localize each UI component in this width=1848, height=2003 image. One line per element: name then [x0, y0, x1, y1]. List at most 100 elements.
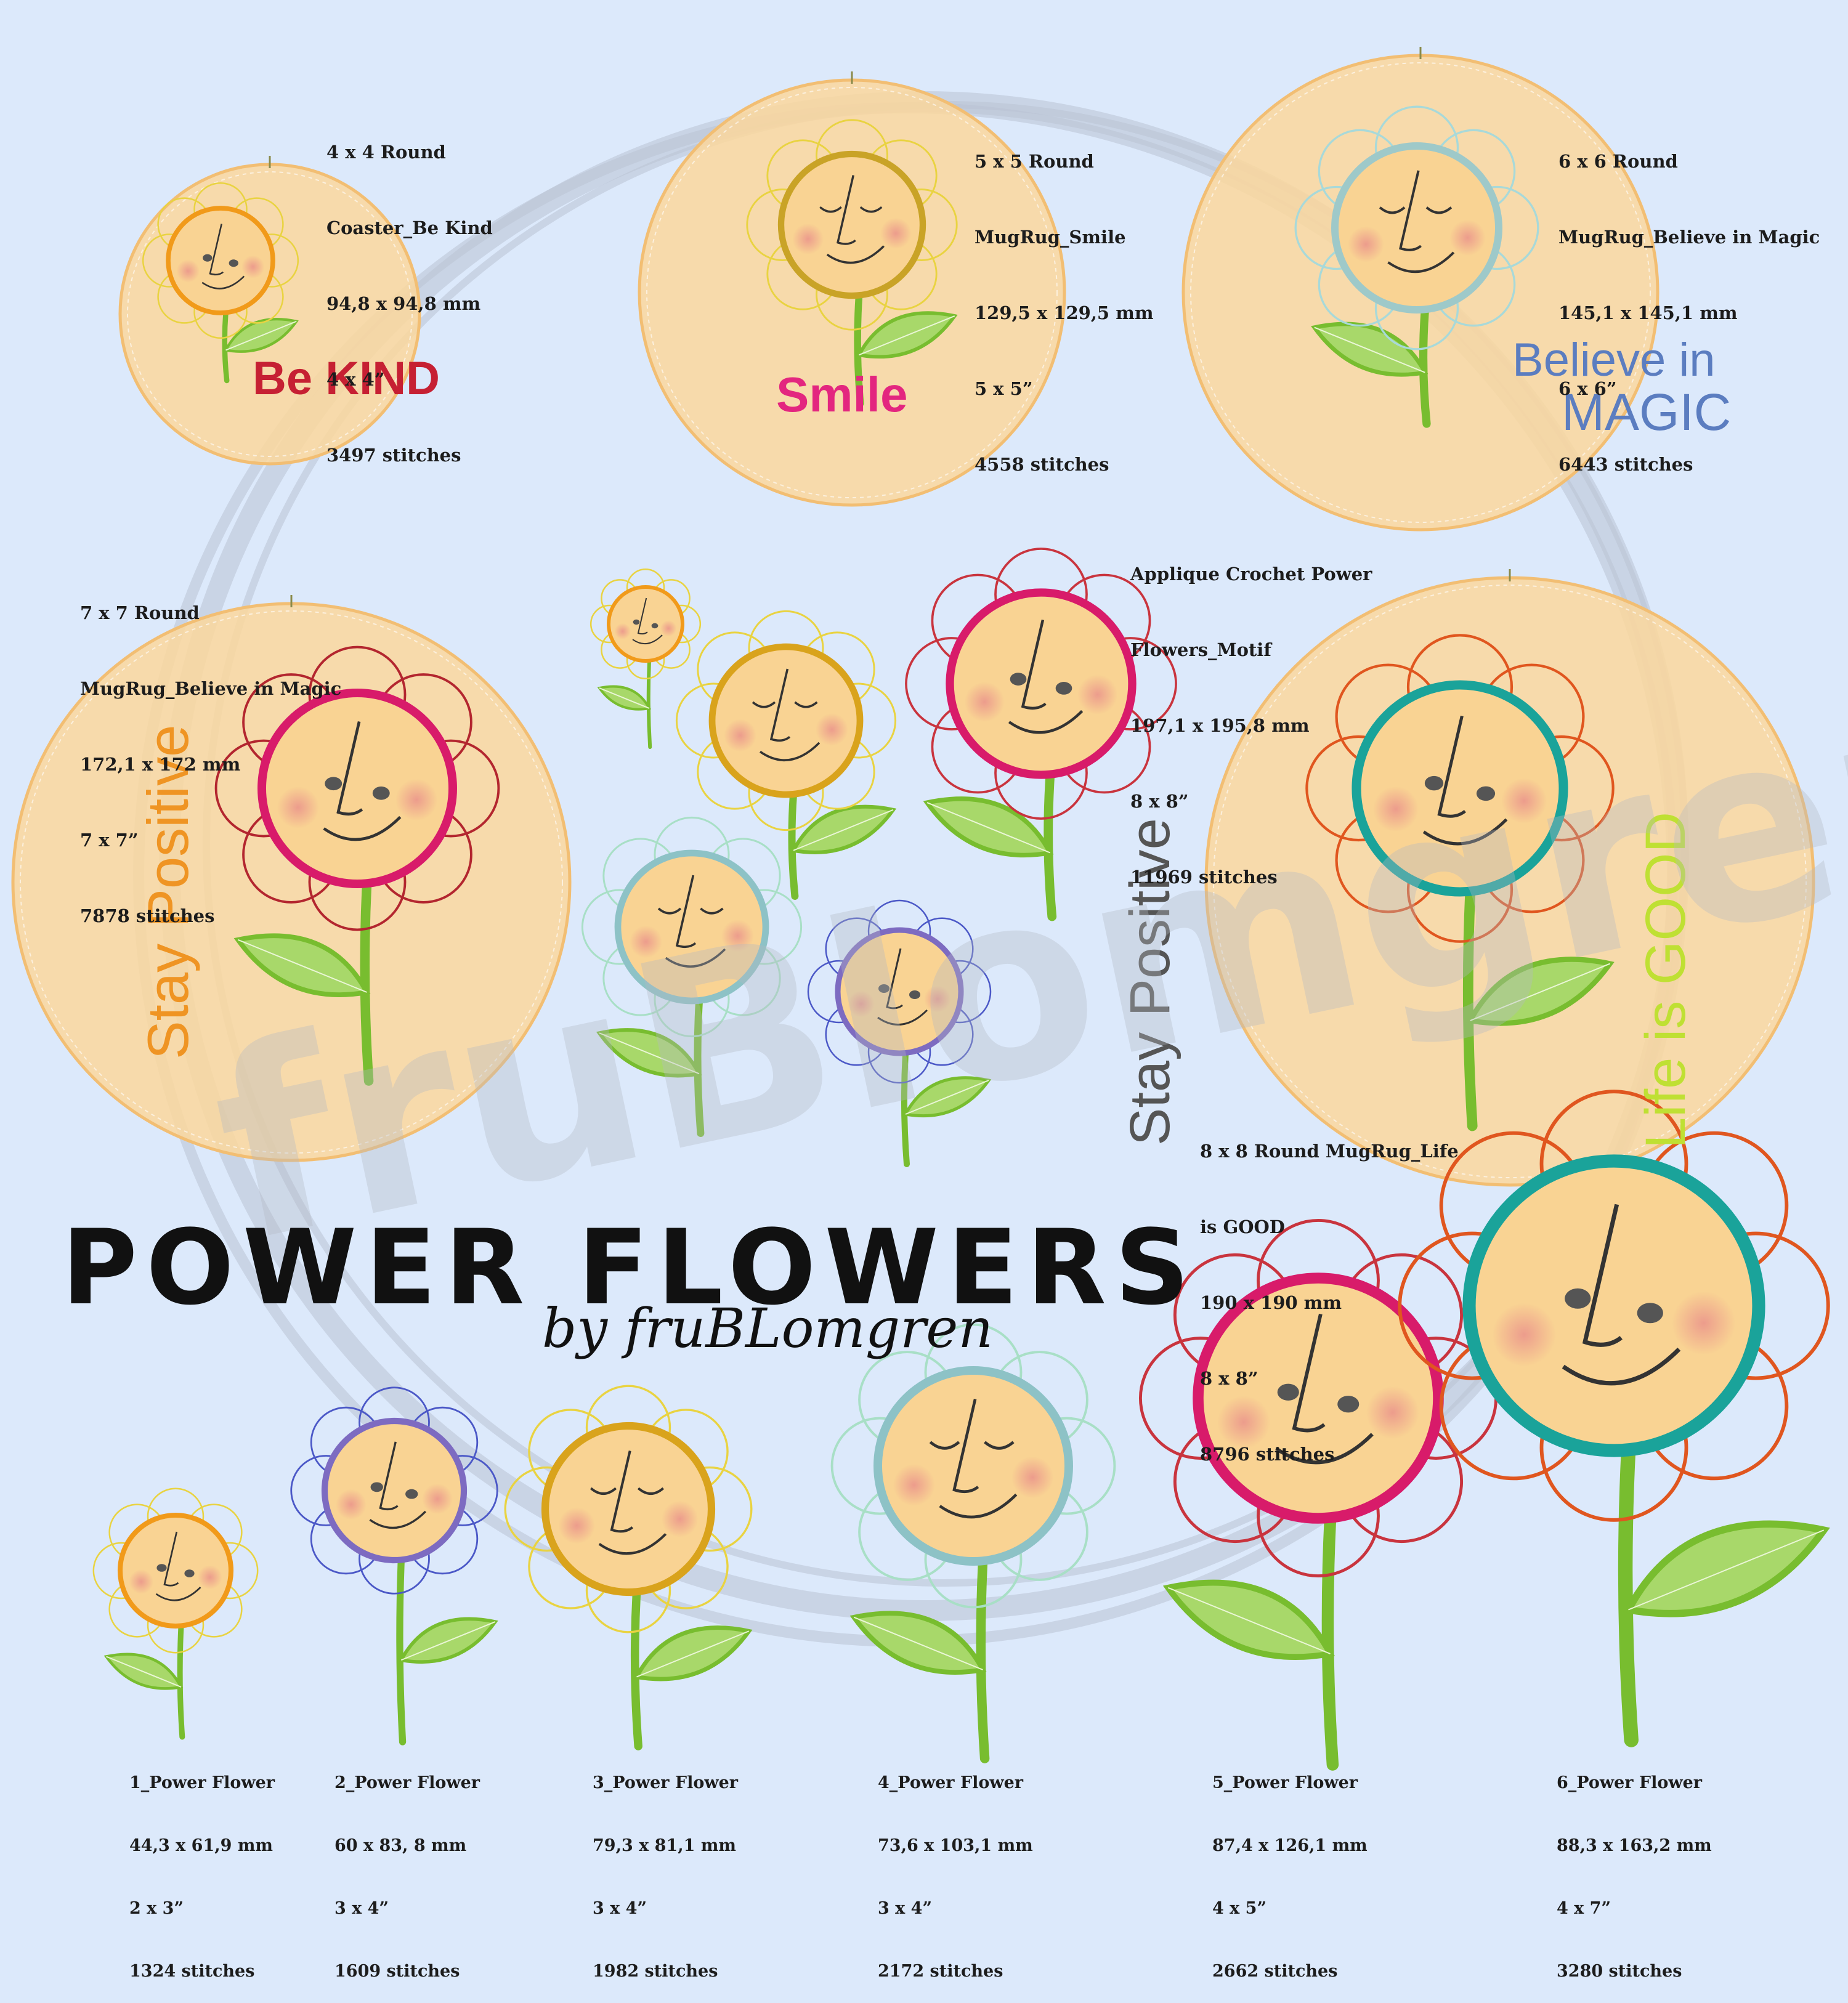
flower-eye — [1379, 206, 1406, 214]
hoop-stitches: 4558 stitches — [975, 454, 1109, 475]
byline: by fruBLomgren — [542, 1297, 994, 1360]
leaf-vein — [853, 1616, 983, 1670]
magic-caption: MAGIC — [1562, 383, 1731, 441]
flower-cheek — [1449, 219, 1486, 256]
flower-mouth — [759, 742, 821, 761]
flower-eye — [637, 1487, 665, 1495]
flower-size-in: 3 x 4” — [593, 1899, 647, 1918]
hoop-label: 5 x 5 Round — [975, 151, 1094, 172]
flower-name: 2_Power Flower — [334, 1773, 480, 1792]
flower-cheek — [558, 1507, 595, 1544]
flower-eye — [1565, 1288, 1591, 1309]
hoop-name: is GOOD — [1200, 1216, 1285, 1237]
leaf-vein — [1470, 963, 1610, 1021]
flower-stem — [1618, 1443, 1639, 1747]
flower-nose — [1292, 1313, 1326, 1433]
flower-cheek — [241, 255, 265, 278]
flower-cheek — [816, 713, 848, 746]
flower-size-in: 3 x 4” — [334, 1899, 389, 1918]
flower-face — [1352, 680, 1568, 897]
power-flower-3 — [504, 1385, 753, 1750]
flower-nose — [163, 1531, 179, 1587]
hoop-name: MugRug_Believe in Magic — [80, 678, 342, 699]
flower-stem — [788, 791, 799, 900]
stay-positive-hoop-caption: Stay Positive — [136, 725, 200, 1059]
hoop-stitch-line — [1190, 62, 1651, 523]
flower-info-6: 6_Power Flower 88,3 x 163,2 mm 4 x 7” 32… — [1557, 1731, 1712, 2003]
flower-name: 3_Power Flower — [593, 1773, 738, 1792]
hoop-label: 4 x 4 Round — [326, 142, 446, 163]
flower-eye — [1424, 775, 1444, 791]
flower-mouth — [1387, 251, 1455, 273]
flower-eye — [909, 990, 920, 999]
flower-eye — [372, 786, 390, 800]
flower-eye — [325, 777, 342, 791]
be-kind-flower — [142, 182, 299, 384]
flower-nose — [886, 948, 903, 1010]
flower-cheek — [395, 779, 438, 821]
flower-stem — [396, 1556, 407, 1746]
flower-cheek — [1011, 1456, 1054, 1499]
flower-nose — [1399, 170, 1422, 251]
applique-info: Applique Crochet Power Flowers_Motif 197… — [1130, 511, 1372, 915]
flower-face — [541, 1422, 716, 1596]
flower-nose — [637, 597, 648, 635]
flower-mouth — [1562, 1348, 1681, 1386]
life-is-good-caption: Life is GOOD — [1634, 812, 1697, 1149]
flower-size-mm: 87,4 x 126,1 mm — [1212, 1836, 1368, 1855]
flower-face — [708, 643, 864, 798]
motif-flower-5 — [807, 899, 992, 1167]
flower-eye — [700, 907, 724, 915]
flower-eye — [370, 1482, 383, 1492]
flower-stem — [222, 310, 230, 384]
hoop-info-life: 8 x 8 Round MugRug_Life is GOOD 190 x 19… — [1200, 1088, 1459, 1492]
hoop-stitches: 8796 stitches — [1200, 1444, 1335, 1465]
flower-size-in: 2 x 3” — [129, 1899, 184, 1918]
flower-cheek — [1217, 1396, 1270, 1449]
hoop-size-mm: 172,1 x 172 mm — [80, 754, 241, 775]
flower-eye — [203, 254, 213, 262]
flower-eye — [878, 984, 890, 993]
flower-cheek — [660, 620, 677, 637]
flower-stem — [360, 879, 374, 1086]
applique-stitches: 11969 stitches — [1130, 867, 1278, 888]
leaf-vein — [793, 809, 894, 851]
hoop-label: 6 x 6 Round — [1558, 151, 1678, 172]
flower-size-mm: 79,3 x 81,1 mm — [593, 1836, 736, 1855]
flower-info-4: 4_Power Flower 73,6 x 103,1 mm 3 x 4” 21… — [878, 1731, 1033, 2003]
flower-face — [614, 849, 769, 1005]
flower-eye — [229, 259, 238, 267]
flower-info-1: 1_Power Flower 44,3 x 61,9 mm 2 x 3” 132… — [129, 1731, 275, 2003]
flower-stitches: 3280 stitches — [1557, 1962, 1682, 1981]
flower-nose — [836, 175, 856, 245]
motif-flower-3 — [905, 548, 1177, 921]
flower-info-2: 2_Power Flower 60 x 83, 8 mm 3 x 4” 1609… — [334, 1731, 480, 2003]
motif-flower-4 — [581, 816, 803, 1137]
flower-stitches: 1324 stitches — [129, 1962, 255, 1981]
hoop-label: 7 x 7 Round — [80, 602, 200, 623]
flower-stem — [854, 292, 864, 407]
flower-cheek — [1348, 226, 1384, 262]
flower-cheek — [614, 623, 631, 640]
flower-face — [257, 689, 457, 888]
flower-nose — [209, 224, 224, 276]
flower-size-mm: 73,6 x 103,1 mm — [878, 1836, 1033, 1855]
flower-name: 5_Power Flower — [1212, 1773, 1358, 1792]
flower-eye — [984, 1441, 1015, 1450]
flower-face — [117, 1512, 234, 1629]
life-flower — [1305, 634, 1615, 1131]
hoop-stitch-line — [646, 87, 1058, 498]
leaf-vein — [1628, 1529, 1825, 1611]
flower-cheek — [1492, 1303, 1556, 1367]
flower-eye — [752, 701, 776, 708]
flower-stem — [901, 1050, 910, 1167]
flower-face — [166, 206, 275, 315]
flower-eye — [590, 1487, 617, 1495]
power-flower-1 — [92, 1487, 259, 1740]
flower-mouth — [1422, 818, 1508, 846]
flower-cheek — [422, 1483, 453, 1515]
flower-cheek — [1501, 778, 1547, 824]
flower-eye — [405, 1489, 418, 1499]
flower-face — [777, 150, 926, 299]
flower-eye — [1476, 786, 1496, 801]
